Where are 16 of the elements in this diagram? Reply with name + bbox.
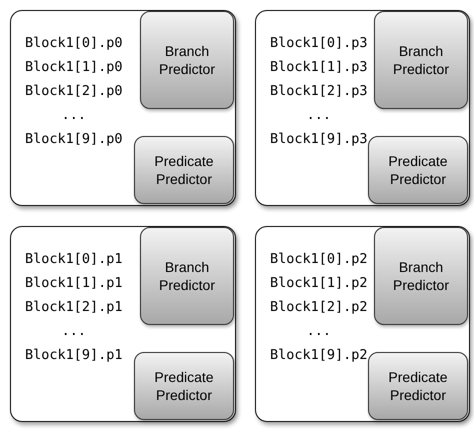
processor-box [10, 10, 236, 206]
branch-predictor-box: Branch Predictor [374, 227, 468, 325]
processor-box [255, 10, 470, 206]
processor-box [255, 226, 470, 422]
predicate-predictor-box: Predicate Predictor [134, 136, 234, 204]
block-list: Block1[0].p0 Block1[1].p0 Block1[2].p0 ... Block1[9].p0 [25, 31, 123, 151]
block-list: Block1[0].p1 Block1[1].p1 Block1[2].p1 ... Block1[9].p1 [25, 247, 123, 367]
predicate-predictor-box: Predicate Predictor [368, 136, 468, 204]
block-list: Block1[0].p3 Block1[1].p3 Block1[2].p3 ... Block1[9].p3 [270, 31, 368, 151]
predicate-predictor-box: Predicate Predictor [134, 352, 234, 420]
branch-predictor-box: Branch Predictor [140, 227, 234, 325]
branch-predictor-box: Branch Predictor [374, 11, 468, 109]
block-list: Block1[0].p2 Block1[1].p2 Block1[2].p2 ... Block1[9].p2 [270, 247, 368, 367]
predicate-predictor-box: Predicate Predictor [368, 352, 468, 420]
processor-box [10, 226, 236, 422]
branch-predictor-box: Branch Predictor [140, 11, 234, 109]
